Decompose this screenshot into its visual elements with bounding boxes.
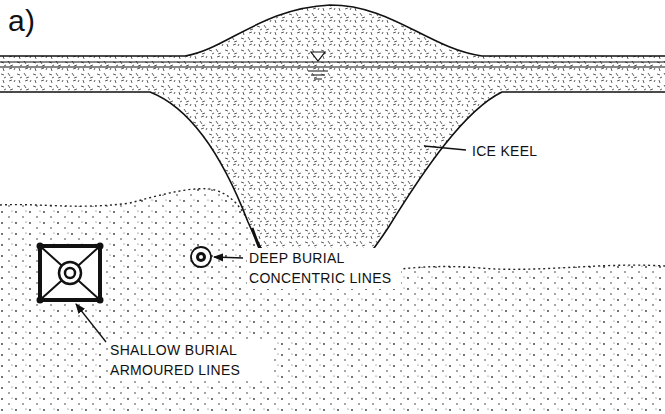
concentric-pipe-inner [196, 252, 206, 262]
leader-line [424, 146, 466, 150]
leader-arrow [214, 257, 243, 258]
leader-arrow [76, 304, 106, 342]
water-level-hatch [308, 71, 328, 79]
water-level-symbol [311, 52, 325, 61]
water-line [0, 67, 665, 68]
armoured-pipe-outer [59, 262, 81, 284]
water-line [0, 62, 665, 63]
part-label: DEEP BURIAL CONCENTRIC LINES [247, 248, 401, 289]
part-label: SHALLOW BURIAL ARMOURED LINES [108, 340, 272, 381]
armour-corner [37, 243, 44, 250]
ice-outline [0, 5, 665, 278]
armoured-line-box [40, 246, 100, 300]
part-label: ICE KEEL [470, 141, 539, 161]
armour-corner [97, 297, 104, 304]
ice-texture [0, 5, 665, 278]
ice-body [0, 5, 665, 278]
panel-letter: a) [8, 6, 35, 36]
concentric-pipe-core [199, 255, 203, 259]
armour-bracing [40, 246, 100, 300]
armour-corner [97, 243, 104, 250]
concentric-pipe-outer [191, 247, 211, 267]
armour-corner [37, 297, 44, 304]
armoured-pipe-inner [65, 268, 75, 278]
